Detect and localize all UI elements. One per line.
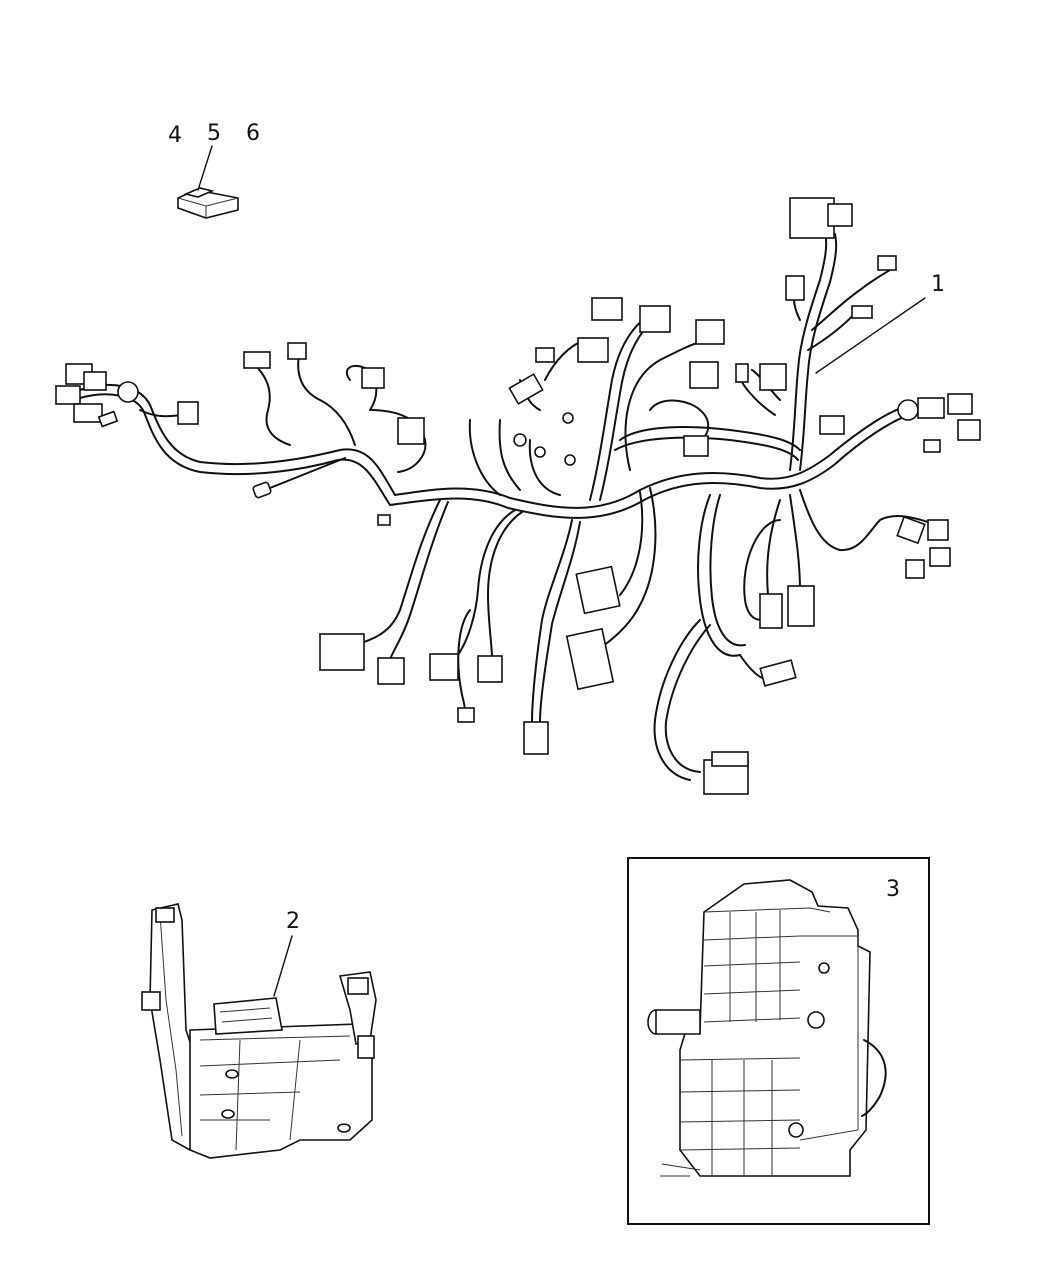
bracket-part-2 — [141, 903, 377, 1159]
leader-line-5 — [197, 145, 213, 191]
callout-3: 3 — [886, 877, 900, 902]
callout-2: 2 — [286, 909, 300, 934]
leader-line-2 — [273, 935, 293, 997]
callout-1: 1 — [931, 272, 945, 297]
junction-block-part-3 — [627, 857, 930, 1225]
callout-5: 5 — [207, 121, 221, 146]
callout-4: 4 — [168, 123, 182, 148]
part-3-frame — [627, 857, 930, 1225]
wiring-harness-part-1 — [55, 197, 981, 795]
fuse-part-4-5-6 — [177, 145, 239, 219]
leader-line-1 — [815, 297, 926, 374]
callout-6: 6 — [246, 121, 260, 146]
